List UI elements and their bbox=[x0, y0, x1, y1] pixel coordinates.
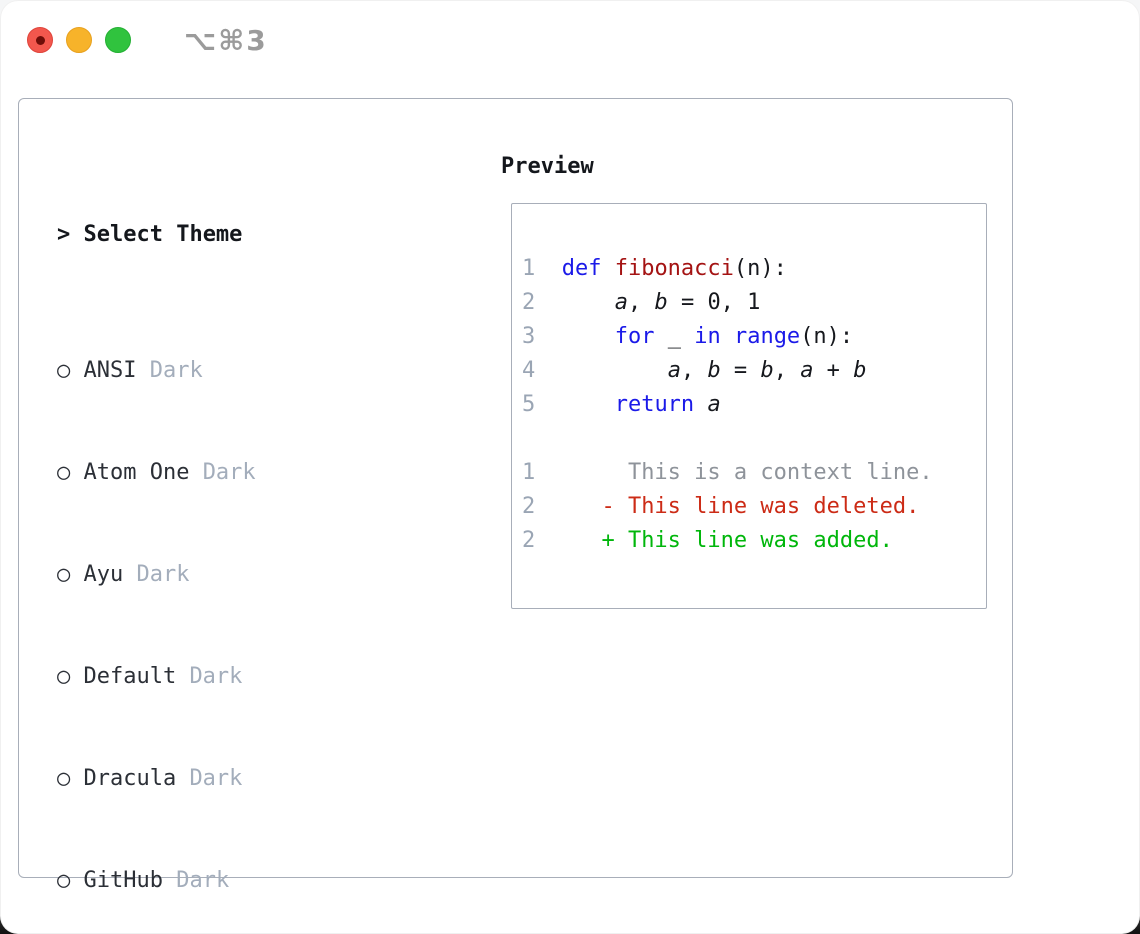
minimize-button[interactable] bbox=[66, 27, 92, 53]
code-line: 3 for _ in range(n): bbox=[522, 320, 986, 354]
theme-variant-tag: Dark bbox=[202, 460, 256, 485]
preview-title: Preview bbox=[501, 154, 594, 179]
diff-context-text: This is a context line. bbox=[561, 460, 933, 485]
theme-name: Atom One bbox=[83, 460, 190, 485]
diff-deleted-text: - This line was deleted. bbox=[561, 494, 920, 519]
zoom-button[interactable] bbox=[105, 27, 131, 53]
line-number: 1 bbox=[522, 256, 536, 281]
code-token: b bbox=[853, 358, 867, 383]
modified-indicator-icon bbox=[35, 35, 45, 45]
selection-cursor-icon: > bbox=[57, 222, 71, 247]
line-number: 4 bbox=[522, 358, 536, 383]
line-number: 1 bbox=[522, 460, 536, 485]
radio-icon: ○ bbox=[57, 358, 71, 383]
line-number: 2 bbox=[522, 494, 536, 519]
line-number: 3 bbox=[522, 324, 536, 349]
code-token bbox=[562, 392, 615, 417]
code-line-blank bbox=[522, 422, 986, 456]
diff-context-line: 1 This is a context line. bbox=[522, 456, 986, 490]
code-token: in bbox=[694, 324, 721, 349]
line-number: 2 bbox=[522, 290, 536, 315]
radio-icon: ○ bbox=[57, 868, 71, 893]
theme-option-default-dark[interactable]: ○ Default Dark bbox=[57, 660, 428, 694]
theme-name: Dracula bbox=[83, 766, 177, 791]
code-token: a bbox=[667, 358, 681, 383]
code-token bbox=[562, 358, 668, 383]
theme-option-ansi-dark[interactable]: ○ ANSI Dark bbox=[57, 354, 428, 388]
code-token bbox=[562, 324, 615, 349]
theme-option-dracula-dark[interactable]: ○ Dracula Dark bbox=[57, 762, 428, 796]
line-number: 5 bbox=[522, 392, 536, 417]
radio-icon: ○ bbox=[57, 766, 71, 791]
diff-added-line: 2 + This line was added. bbox=[522, 524, 986, 558]
code-token bbox=[562, 290, 615, 315]
diff-deleted-line: 2 - This line was deleted. bbox=[522, 490, 986, 524]
theme-variant-tag: Dark bbox=[189, 664, 243, 689]
diff-added-text: + This line was added. bbox=[561, 528, 893, 553]
code-token: b bbox=[707, 358, 721, 383]
radio-icon: ○ bbox=[57, 460, 71, 485]
line-number: 2 bbox=[522, 528, 536, 553]
code-token: = 0, 1 bbox=[667, 290, 761, 315]
theme-name: Ayu bbox=[83, 562, 124, 587]
theme-list-header: > Select Theme bbox=[57, 218, 428, 252]
code-token: (n): bbox=[733, 256, 787, 281]
theme-name: GitHub bbox=[83, 868, 163, 893]
theme-variant-tag: Dark bbox=[149, 358, 203, 383]
code-token: range bbox=[733, 324, 801, 349]
code-token: a bbox=[800, 358, 814, 383]
code-token: b bbox=[760, 358, 774, 383]
code-token: for bbox=[614, 324, 655, 349]
code-token bbox=[721, 324, 734, 349]
code-token: return bbox=[614, 392, 695, 417]
code-token: b bbox=[654, 290, 668, 315]
code-token bbox=[694, 392, 707, 417]
window-shortcut-label: ⌥⌘3 bbox=[184, 23, 268, 57]
radio-icon: ○ bbox=[57, 664, 71, 689]
code-token: , bbox=[680, 358, 708, 383]
theme-list-title: Select Theme bbox=[83, 222, 243, 247]
code-token: = bbox=[720, 358, 761, 383]
code-token: , bbox=[627, 290, 655, 315]
code-token: a bbox=[707, 392, 721, 417]
theme-name: ANSI bbox=[83, 358, 137, 383]
code-line: 5 return a bbox=[522, 388, 986, 422]
close-button[interactable] bbox=[27, 27, 53, 53]
theme-variant-tag: Dark bbox=[176, 868, 230, 893]
window-titlebar: ⌥⌘3 bbox=[0, 0, 1140, 80]
code-token: _ bbox=[654, 324, 695, 349]
theme-option-ayu-dark[interactable]: ○ Ayu Dark bbox=[57, 558, 428, 592]
code-token: + bbox=[813, 358, 854, 383]
code-token: a bbox=[614, 290, 628, 315]
code-line: 2 a, b = 0, 1 bbox=[522, 286, 986, 320]
theme-option-github-dark[interactable]: ○ GitHub Dark bbox=[57, 864, 428, 898]
code-token: , bbox=[773, 358, 801, 383]
radio-icon: ○ bbox=[57, 562, 71, 587]
theme-variant-tag: Dark bbox=[136, 562, 190, 587]
code-token: (n): bbox=[800, 324, 854, 349]
code-line: 1 def fibonacci(n): bbox=[522, 252, 986, 286]
code-token: def bbox=[561, 256, 615, 281]
code-token: fibonacci bbox=[614, 256, 734, 281]
theme-variant-tag: Dark bbox=[189, 766, 243, 791]
theme-option-atom-one-dark[interactable]: ○ Atom One Dark bbox=[57, 456, 428, 490]
code-line: 4 a, b = b, a + b bbox=[522, 354, 986, 388]
theme-name: Default bbox=[83, 664, 177, 689]
